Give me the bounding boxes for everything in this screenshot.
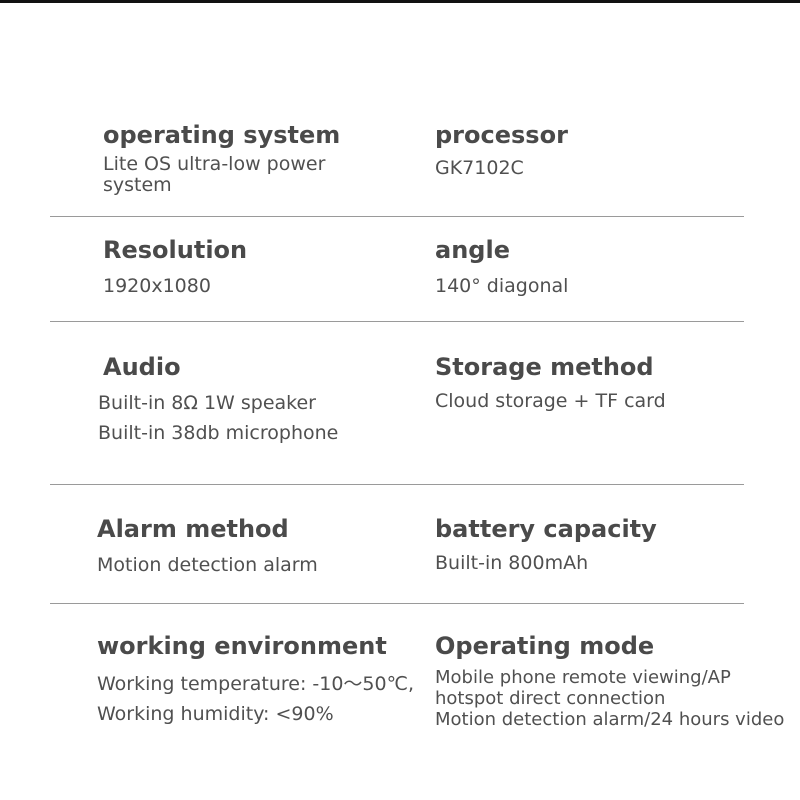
spec-title: Audio	[103, 353, 181, 381]
spec-value: Mobile phone remote viewing/AP hotspot d…	[435, 667, 785, 730]
spec-title: battery capacity	[435, 515, 657, 543]
spec-processor: processor GK7102C	[435, 120, 775, 179]
spec-value: Cloud storage + TF card	[435, 390, 666, 412]
spec-title: processor	[435, 121, 568, 149]
spec-title: operating system	[103, 121, 341, 149]
row-divider	[50, 216, 744, 217]
spec-alarm-method: Alarm method Motion detection alarm	[97, 514, 437, 580]
spec-value: 1920x1080	[103, 275, 211, 297]
spec-storage-method: Storage method Cloud storage + TF card	[435, 352, 775, 416]
spec-operating-system: operating system Lite OS ultra-low power…	[103, 120, 443, 196]
spec-value: Built-in 800mAh	[435, 552, 589, 574]
spec-resolution: Resolution 1920x1080	[103, 235, 443, 301]
spec-title: Alarm method	[97, 515, 289, 543]
spec-title: Storage method	[435, 353, 654, 381]
spec-title: angle	[435, 236, 510, 264]
spec-value: 140° diagonal	[435, 275, 569, 297]
spec-value: Working temperature: -10～50℃, Working hu…	[97, 673, 414, 725]
spec-value: Lite OS ultra-low power system	[103, 153, 326, 196]
row-divider	[50, 484, 744, 485]
spec-value: Built-in 8Ω 1W speaker Built-in 38db mic…	[98, 392, 339, 444]
spec-title: Operating mode	[435, 632, 655, 660]
spec-value: GK7102C	[435, 157, 524, 179]
top-border	[0, 0, 800, 3]
spec-operating-mode: Operating mode Mobile phone remote viewi…	[435, 631, 797, 730]
spec-angle: angle 140° diagonal	[435, 235, 775, 301]
spec-working-environment: working environment Working temperature:…	[97, 631, 437, 729]
row-divider	[50, 603, 744, 604]
spec-value: Motion detection alarm	[97, 554, 318, 576]
spec-audio: Audio Built-in 8Ω 1W speaker Built-in 38…	[98, 352, 443, 448]
spec-title: Resolution	[103, 236, 248, 264]
spec-title: working environment	[97, 632, 387, 660]
spec-battery-capacity: battery capacity Built-in 800mAh	[435, 514, 775, 578]
row-divider	[50, 321, 744, 322]
